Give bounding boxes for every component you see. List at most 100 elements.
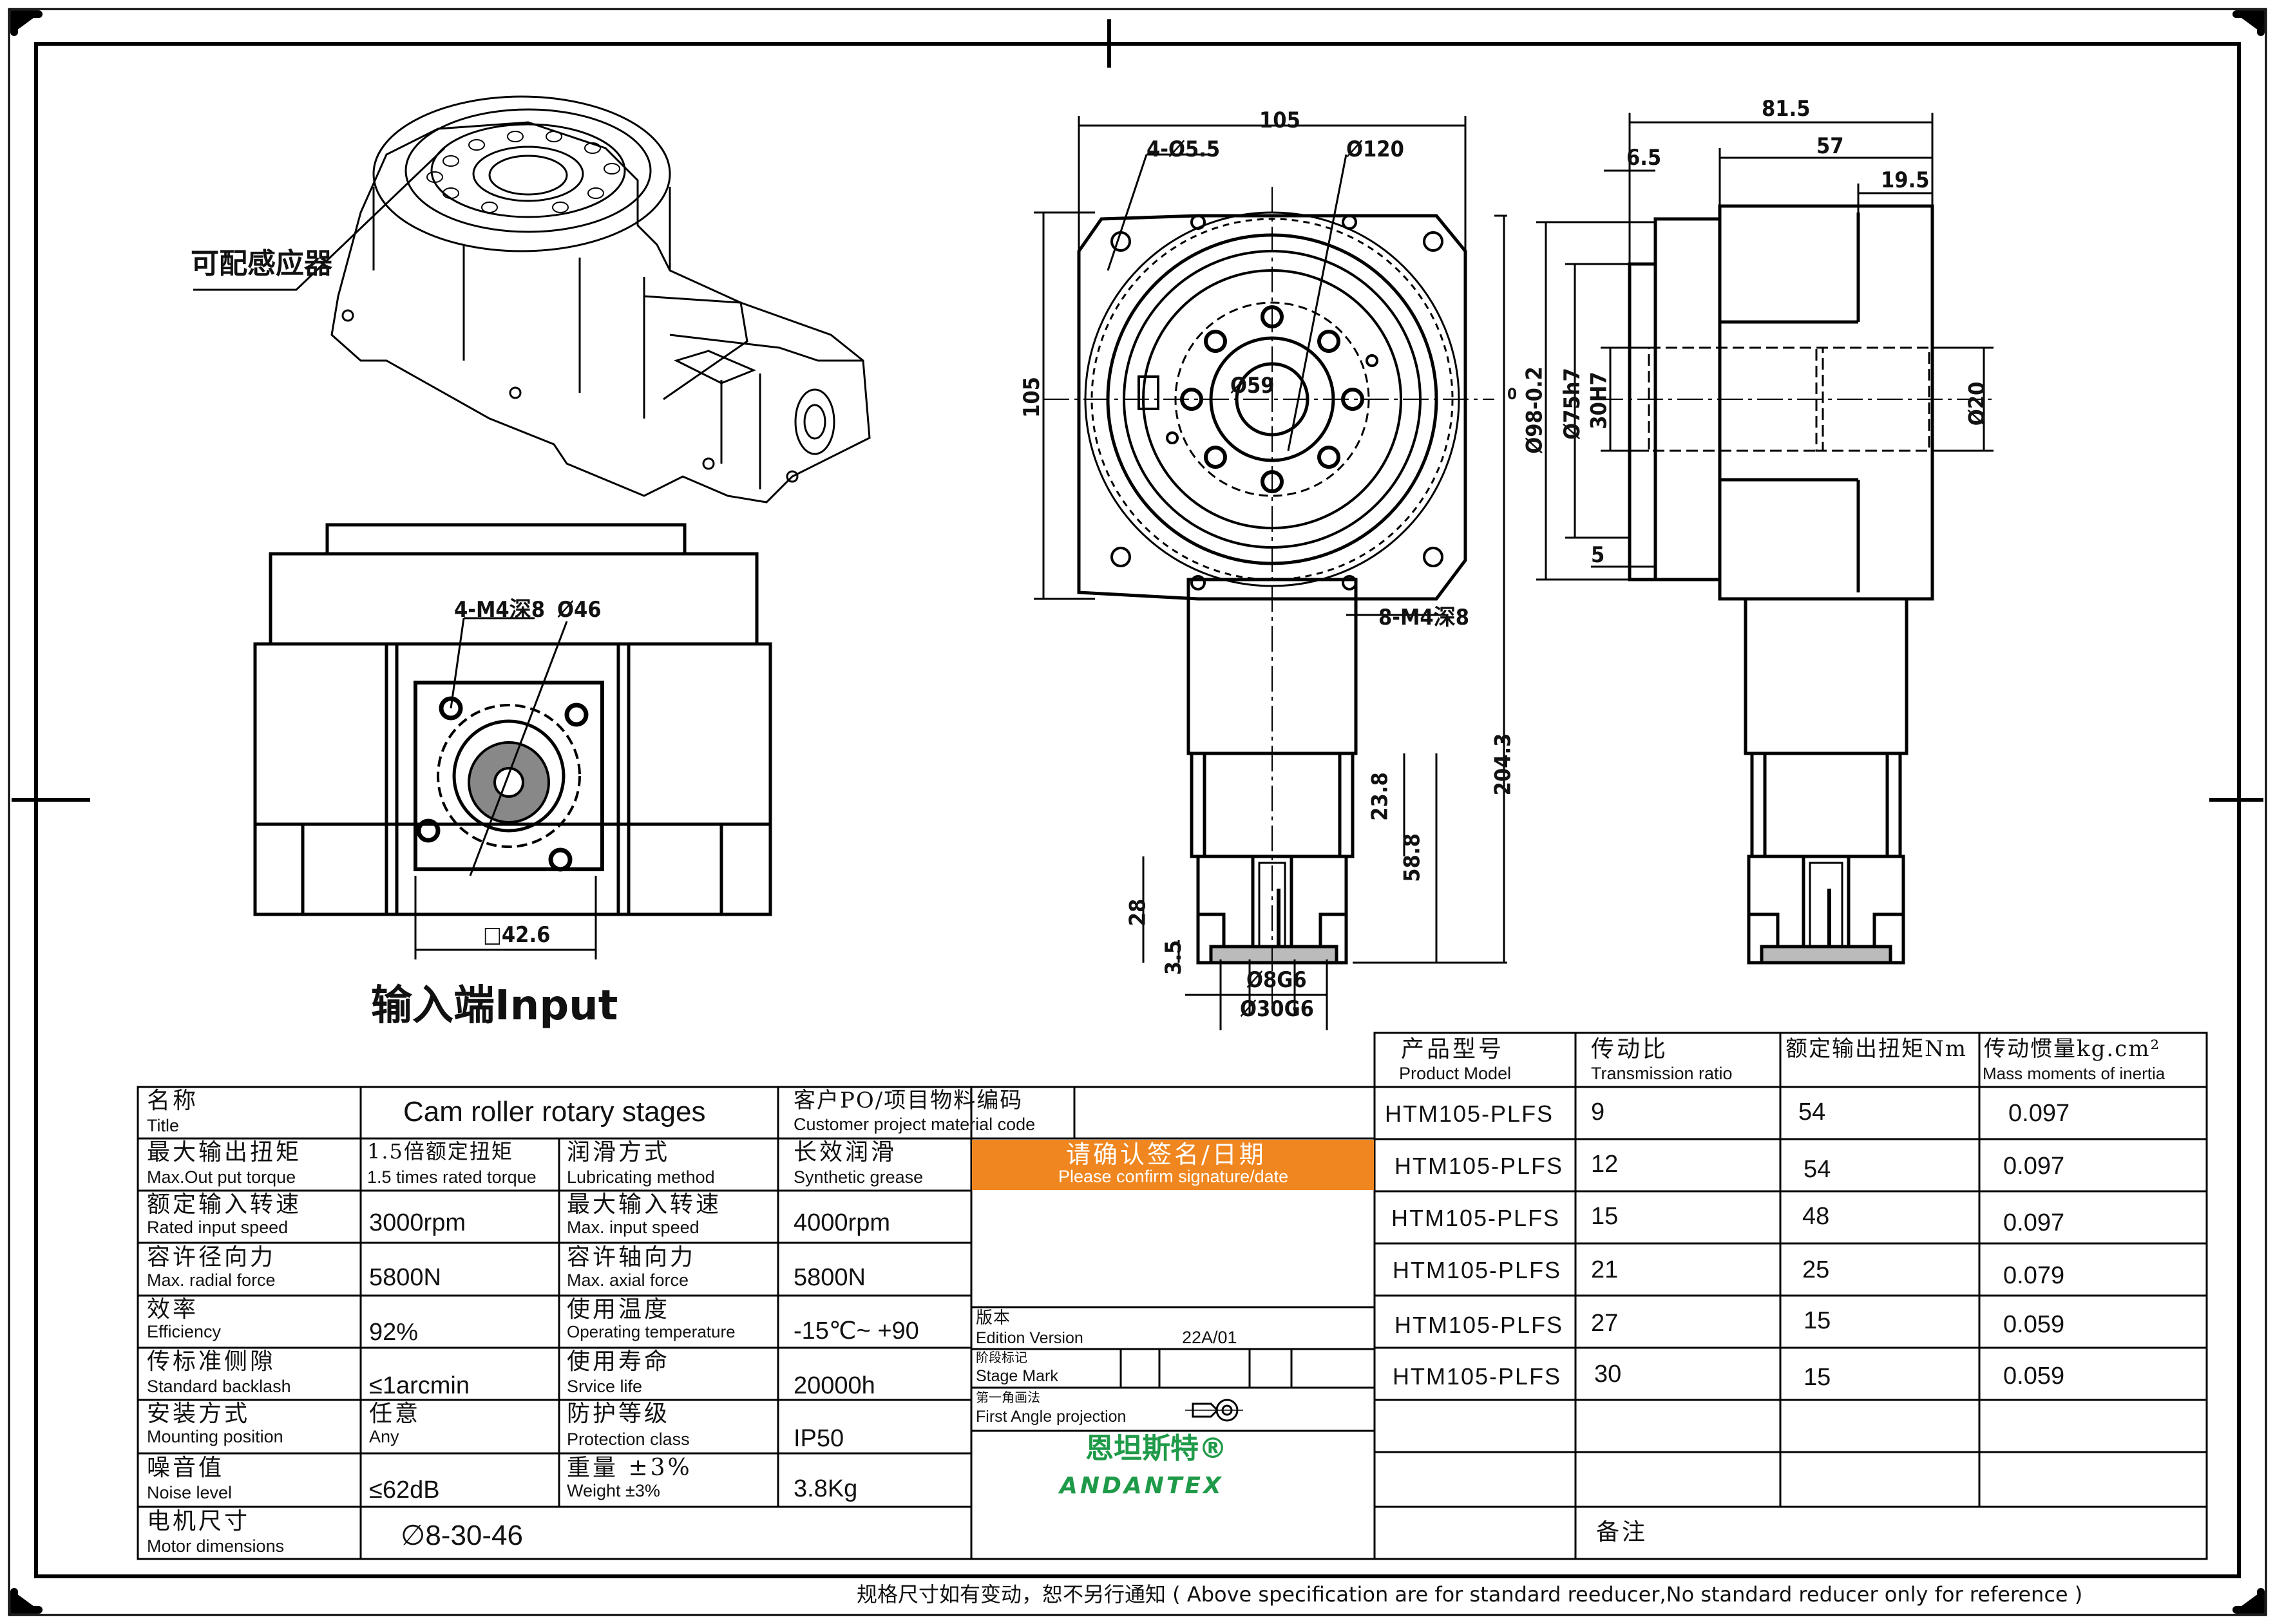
sensor-callout-leader xyxy=(193,147,446,291)
ratio-cell: 12 xyxy=(1591,1151,1619,1178)
radial-label-en: Max. radial force xyxy=(147,1270,276,1290)
dim-98: Ø98-0.2 xyxy=(1521,366,1548,454)
torque-cell: 15 xyxy=(1804,1364,1831,1391)
torque-cell: 54 xyxy=(1804,1156,1831,1183)
max-speed-label-en: Max. input speed xyxy=(567,1218,700,1237)
dim-28: 28 xyxy=(1125,898,1151,927)
projection-label-en: First Angle projection xyxy=(976,1408,1127,1426)
models-header-model-zh: 产品型号 xyxy=(1401,1036,1505,1062)
brand-logo-zh: 恩坦斯特® xyxy=(1085,1432,1227,1465)
model-cell: HTM105-PLFS xyxy=(1393,1257,1562,1283)
inertia-cell: 0.097 xyxy=(2003,1153,2065,1180)
dim-59: Ø59 xyxy=(1230,373,1275,399)
torque-cell: 54 xyxy=(1798,1099,1826,1126)
lubrication-label-zh: 润滑方式 xyxy=(567,1139,671,1166)
front-view-dimensions xyxy=(1034,116,1507,1030)
first-angle-projection-symbol xyxy=(1185,1399,1243,1422)
temperature-label-zh: 使用温度 xyxy=(567,1296,671,1323)
customer-label-zh: 客户PO/项目物料编码 xyxy=(794,1088,1023,1113)
customer-label-en: Customer project material code xyxy=(794,1115,1036,1134)
footer-note: 规格尺寸如有变动，恕不另行通知 ( Above specification ar… xyxy=(857,1582,2083,1607)
stage-label-en: Stage Mark xyxy=(976,1367,1058,1385)
rated-speed-value: 3000rpm xyxy=(369,1209,466,1236)
model-cell: HTM105-PLFS xyxy=(1393,1363,1562,1390)
temperature-value: -15℃~ +90 xyxy=(794,1317,919,1345)
inertia-cell: 0.079 xyxy=(2003,1262,2065,1289)
dim-4-m4: 4-M4深8 xyxy=(454,597,545,623)
models-header-ratio-en: Transmission ratio xyxy=(1591,1064,1733,1083)
axial-label-en: Max. axial force xyxy=(567,1270,689,1290)
ratio-cell: 15 xyxy=(1591,1203,1619,1230)
edition-label-zh: 版本 xyxy=(976,1308,1011,1328)
axial-label-zh: 容许轴向力 xyxy=(567,1244,696,1270)
noise-label-zh: 噪音值 xyxy=(147,1455,225,1481)
title-value: Cam roller rotary stages xyxy=(403,1096,706,1128)
temperature-label-en: Operating temperature xyxy=(567,1322,736,1341)
life-label-en: Srvice life xyxy=(567,1377,643,1396)
dim-46: Ø46 xyxy=(557,597,602,623)
backlash-value: ≤1arcmin xyxy=(369,1372,470,1399)
model-cell: HTM105-PLFS xyxy=(1395,1153,1564,1179)
stage-label-zh: 阶段标记 xyxy=(976,1350,1027,1365)
center-ticks xyxy=(12,19,2263,802)
dim-105-left: 105 xyxy=(1018,377,1045,418)
confirm-label-zh: 请确认签名/日期 xyxy=(1066,1140,1266,1169)
dim-57: 57 xyxy=(1816,133,1844,159)
dim-8-m4: 8-M4深8 xyxy=(1378,605,1469,630)
noise-value: ≤62dB xyxy=(369,1477,440,1504)
ratio-cell: 21 xyxy=(1591,1256,1619,1283)
title-label-zh: 名称 xyxy=(147,1088,199,1114)
dim-105-top: 105 xyxy=(1259,108,1300,133)
brand-logo-en: ANDANTEX xyxy=(1060,1473,1224,1499)
dim-58-8: 58.8 xyxy=(1399,833,1425,882)
protection-label-en: Protection class xyxy=(567,1430,690,1449)
dim-8g6: Ø8G6 xyxy=(1246,967,1307,993)
dim-3-5: 3.5 xyxy=(1161,939,1187,976)
dim-20: Ø20 xyxy=(1964,381,1990,426)
model-cell: HTM105-PLFS xyxy=(1395,1312,1564,1338)
dim-5: 5 xyxy=(1591,542,1605,568)
weight-label-en: Weight ±3% xyxy=(567,1481,660,1500)
side-view-dimensions xyxy=(1536,113,1994,581)
weight-label-zh: 重量 ±3% xyxy=(567,1455,692,1481)
mounting-value-en: Any xyxy=(369,1427,399,1446)
torque-cell: 15 xyxy=(1804,1307,1831,1334)
models-header-torque-zh: 额定输出扭矩Nm xyxy=(1785,1036,1967,1062)
inertia-cell: 0.097 xyxy=(2003,1209,2065,1236)
dim-23-8: 23.8 xyxy=(1367,772,1393,821)
side-view xyxy=(1628,204,1934,965)
rated-speed-label-zh: 额定输入转速 xyxy=(147,1191,302,1218)
lubrication-label-en: Lubricating method xyxy=(567,1167,715,1187)
lubrication-value-en: Synthetic grease xyxy=(794,1167,924,1187)
edition-label-en: Edition Version xyxy=(976,1329,1083,1347)
efficiency-label-en: Efficiency xyxy=(147,1322,222,1341)
inertia-cell: 0.097 xyxy=(2008,1100,2070,1127)
mounting-value-zh: 任意 xyxy=(369,1401,421,1427)
motor-value: ∅8-30-46 xyxy=(401,1520,523,1551)
torque-cell: 25 xyxy=(1802,1256,1830,1283)
dim-204-3: 204.3 xyxy=(1490,733,1516,796)
isometric-view xyxy=(330,95,871,504)
mounting-label-zh: 安装方式 xyxy=(147,1401,251,1427)
sheet-frame xyxy=(8,8,2267,1616)
protection-label-zh: 防护等级 xyxy=(567,1401,671,1427)
rated-speed-label-en: Rated input speed xyxy=(147,1218,289,1237)
torque-label-zh: 最大输出扭矩 xyxy=(147,1139,302,1166)
efficiency-value: 92% xyxy=(369,1319,419,1346)
title-label-en: Title xyxy=(147,1116,180,1135)
backlash-label-zh: 传标准侧隙 xyxy=(147,1348,276,1375)
dim-4-5-5: 4-Ø5.5 xyxy=(1147,137,1221,162)
dim-6-5: 6.5 xyxy=(1626,145,1662,171)
edition-value: 22A/01 xyxy=(1182,1328,1237,1347)
dim-42-6: □42.6 xyxy=(483,922,551,948)
efficiency-label-zh: 效率 xyxy=(147,1296,199,1323)
life-value: 20000h xyxy=(794,1372,875,1399)
spec-table-grid xyxy=(137,1086,1376,1560)
mounting-label-en: Mounting position xyxy=(147,1427,283,1446)
models-table-grid xyxy=(1373,1032,2208,1560)
noise-label-en: Noise level xyxy=(147,1483,233,1502)
projection-label-zh: 第一角画法 xyxy=(976,1390,1040,1405)
weight-value: 3.8Kg xyxy=(794,1475,858,1502)
confirm-banner-bg xyxy=(972,1140,1374,1190)
